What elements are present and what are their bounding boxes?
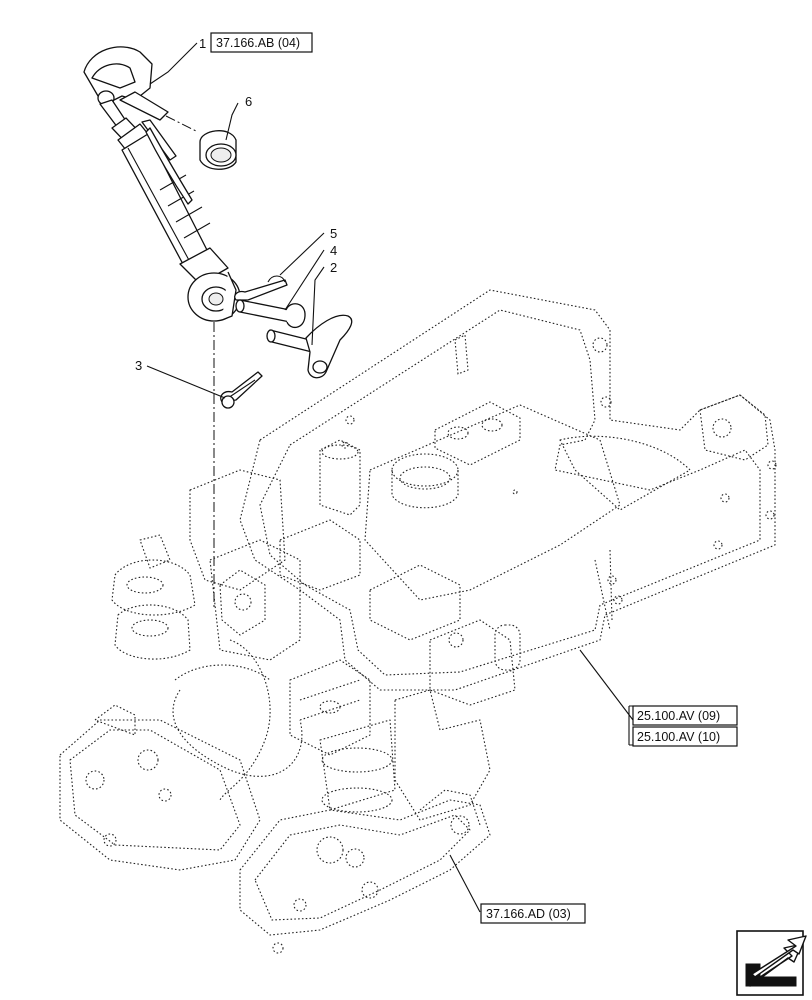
- reference-box-top-link[interactable]: 37.166.AB (04): [210, 32, 313, 53]
- pin-part-4: [235, 299, 306, 328]
- reference-box-frame[interactable]: 25.100.AV (09) 25.100.AV (10): [628, 705, 738, 747]
- callout-2: 2: [330, 260, 337, 275]
- front-frame-assembly: [239, 289, 777, 691]
- callout-5: 5: [330, 226, 337, 241]
- reference-label-top-link: 37.166.AB (04): [216, 36, 300, 50]
- bush-part-6: [199, 130, 237, 170]
- callout-1: 1: [199, 36, 206, 51]
- reference-label-frame-10: 25.100.AV (10): [637, 730, 720, 744]
- reference-label-hitch: 37.166.AD (03): [486, 907, 571, 921]
- next-page-arrow-icon[interactable]: [736, 930, 807, 996]
- callout-3: 3: [135, 358, 142, 373]
- top-link: [83, 46, 241, 322]
- callout-4: 4: [330, 243, 337, 258]
- reference-label-frame-09: 25.100.AV (09): [637, 709, 720, 723]
- leader-lines: [146, 42, 634, 913]
- pin-part-2: [266, 314, 353, 379]
- lower-hitch-assembly: [59, 469, 521, 954]
- linch-pin-part-3: [220, 371, 263, 409]
- reference-box-hitch[interactable]: 37.166.AD (03): [480, 903, 586, 924]
- bush-centerline: [165, 115, 199, 133]
- callout-6: 6: [245, 94, 252, 109]
- spring-pin-part-5: [234, 275, 288, 301]
